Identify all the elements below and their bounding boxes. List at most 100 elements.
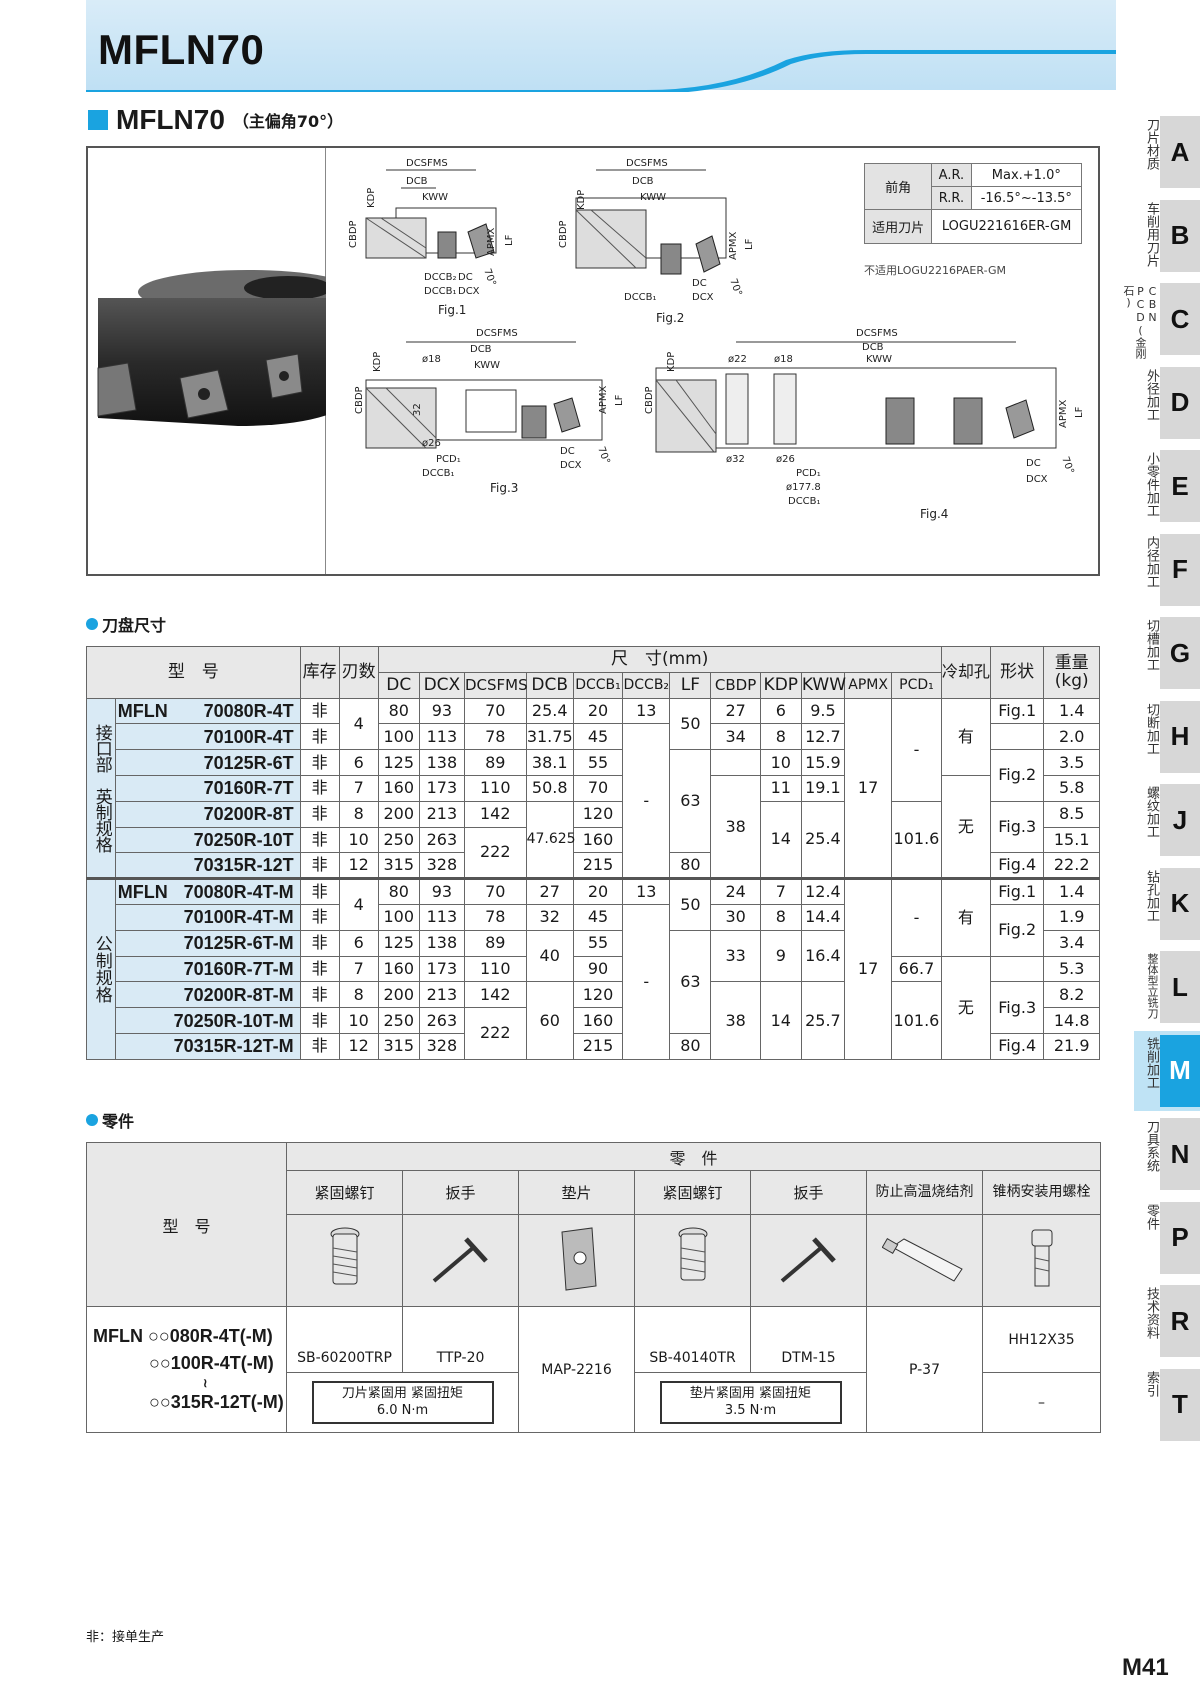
- model-code: 70100R-4T: [114, 723, 301, 751]
- insert-value: LOGU221616ER-GM: [931, 209, 1082, 244]
- cell-dcsfms: 142: [463, 981, 527, 1009]
- cell-weight: 14.8: [1043, 1007, 1100, 1034]
- val-shim-screw: SB-40140TR: [634, 1306, 751, 1373]
- cell-dccb2: 13: [622, 697, 671, 725]
- cell-dcx: 113: [418, 723, 465, 751]
- fig2-drawing: DCSFMS DCB KWW KDP CBDP APMX LF DCCB₁ DC…: [558, 158, 755, 325]
- table-row: 70315R-12T 非 12 315 328 215 80 Fig.4 22.…: [87, 852, 1100, 880]
- fig1-dcsfms: DCSFMS: [406, 158, 448, 169]
- cell-apmx: 17: [843, 877, 893, 1060]
- cell-dccb2: -: [622, 723, 671, 880]
- fig3-kww: KWW: [474, 360, 500, 371]
- model-code: 70125R-6T-M: [114, 929, 301, 957]
- fig4-dcx: DCX: [1026, 474, 1048, 485]
- th-kdp: KDP: [759, 671, 802, 699]
- model-code: 70250R-10T: [114, 826, 301, 854]
- tab-letter: K: [1160, 867, 1200, 940]
- cell-lf: 50: [669, 877, 712, 931]
- model-code: 70315R-12T-M: [114, 1032, 301, 1060]
- tab-label: 切槽加工: [1144, 619, 1159, 671]
- shim-torque-label: 垫片紧固用 紧固扭矩: [689, 1386, 812, 1402]
- bolt-icon: [1031, 1229, 1052, 1286]
- parts-table: 型 号 零 件 紧固螺钉 扳手 垫片 紧固螺钉 扳手 防止高温烧结剂 锥柄安装用…: [86, 1142, 1102, 1433]
- fig3-angle: 70°: [595, 445, 611, 465]
- fig1-dc: DC: [458, 272, 473, 283]
- table-row: 70250R-10T-M 非 10 250 263 222 160 14.8: [87, 1007, 1100, 1060]
- section-title: MFLN70 （主偏角70°）: [88, 104, 343, 136]
- fig3-label: Fig.3: [490, 481, 518, 495]
- cell-teeth: 8: [338, 981, 379, 1009]
- cell-dccb1: 215: [572, 852, 624, 880]
- cell-cbdp: 38: [710, 981, 761, 1060]
- cell-dcb: 31.75: [525, 723, 574, 751]
- fig1-dccb2: DCCB₂: [424, 272, 457, 283]
- tab-label: 钻孔加工: [1144, 869, 1159, 922]
- th-dcsfms: DCSFMS: [463, 671, 528, 699]
- cell-dccb2: 13: [622, 877, 671, 905]
- img-wrench: [402, 1214, 519, 1307]
- cell-kww: 12.4: [800, 877, 845, 905]
- cell-dccb1: 55: [572, 749, 624, 776]
- cell-dcsfms: 142: [463, 800, 527, 828]
- fig2-dc: DC: [692, 278, 707, 289]
- cell-pcd1: 101.6: [891, 981, 942, 1060]
- cell-stock: 非: [299, 774, 340, 802]
- tab-label: 切断加工: [1144, 702, 1159, 755]
- page-number: M41: [1122, 1654, 1169, 1681]
- fig4-label: Fig.4: [920, 507, 948, 521]
- cell-dcb: 25.4: [525, 697, 574, 725]
- cell-teeth: 4: [338, 697, 379, 751]
- tab-label: 索引: [1144, 1370, 1159, 1397]
- cell-weight: 1.4: [1043, 697, 1100, 725]
- fig2-label: Fig.2: [656, 311, 684, 325]
- cell-dcb: 40: [525, 929, 574, 983]
- fig3-dcsfms: DCSFMS: [476, 328, 518, 339]
- cell-weight: 1.4: [1043, 877, 1100, 905]
- val-arbor-bolt-dash: –: [981, 1372, 1102, 1433]
- parts-model-header: 型 号: [86, 1142, 287, 1307]
- cell-kdp: 11: [759, 774, 802, 802]
- fig1-dcx: DCX: [458, 286, 480, 297]
- fig3-dccb1: DCCB₁: [422, 468, 455, 479]
- insert-torque-value: 6.0 N·m: [376, 1402, 429, 1418]
- tab-c[interactable]: CBN PCD(金刚石)C: [1122, 279, 1200, 359]
- cell-dccb1: 215: [572, 1032, 624, 1060]
- cell-weight: 22.2: [1043, 852, 1100, 880]
- cell-dc: 160: [377, 955, 420, 983]
- cell-weight: 1.9: [1043, 903, 1100, 931]
- cell-dccb1: 20: [572, 877, 624, 905]
- table-row: 70200R-8T 非 8 200 213 142 47.625 120 14 …: [87, 800, 1100, 880]
- fig1-label: Fig.1: [438, 303, 466, 317]
- cell-teeth: 10: [338, 1007, 379, 1034]
- ar-label: A.R.: [931, 163, 972, 187]
- insert-note: 不适用LOGU2216PAER-GM: [864, 264, 1006, 277]
- insert-spec-table: 前角 A.R. Max.+1.0° R.R. -16.5°~-13.5° 适用刀…: [863, 163, 1083, 244]
- cell-dc: 100: [377, 903, 420, 931]
- tab-label: 小零件加工: [1144, 452, 1159, 517]
- tab-label: 内径加工: [1144, 535, 1159, 588]
- th-cbdp: CBDP: [710, 671, 761, 699]
- tab-letter: G: [1160, 617, 1200, 689]
- cell-shape: Fig.2: [989, 749, 1045, 802]
- fig2-kdp: KDP: [576, 190, 587, 210]
- val-antiseize: P-37: [866, 1306, 983, 1433]
- cell-kdp: 7: [759, 877, 802, 905]
- fig4-dccb1: DCCB₁: [788, 496, 821, 507]
- cell-dc: 250: [377, 826, 420, 854]
